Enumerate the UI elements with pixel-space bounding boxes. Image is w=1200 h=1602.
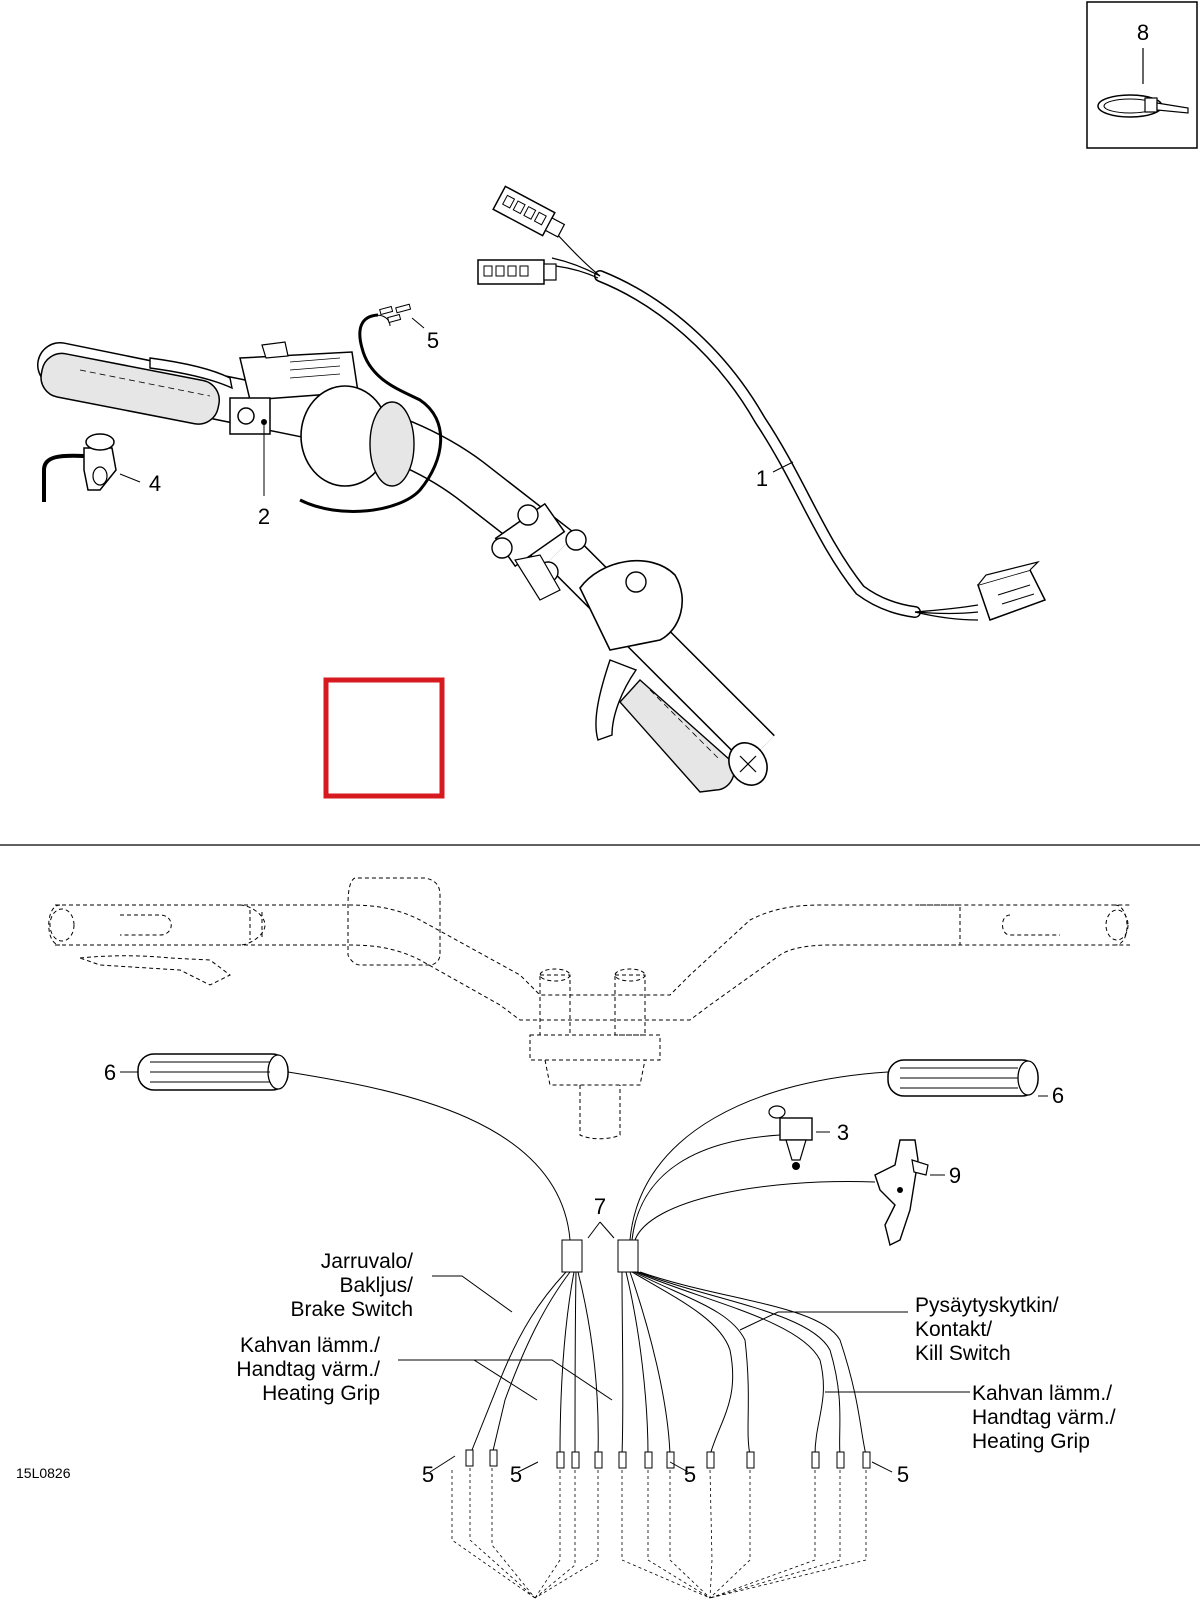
callout-7: 7 bbox=[594, 1194, 606, 1219]
label-heating-grip-left: Kahvan lämm./ Handtag värm./ Heating Gri… bbox=[236, 1334, 380, 1405]
kill-switch-item-4 bbox=[42, 433, 117, 502]
svg-text:Pysäytyskytkin/: Pysäytyskytkin/ bbox=[915, 1294, 1059, 1317]
label-kill-switch: Pysäytyskytkin/ Kontakt/ Kill Switch bbox=[915, 1294, 1059, 1365]
label-heating-grip-right: Kahvan lämm./ Handtag värm./ Heating Gri… bbox=[972, 1382, 1116, 1453]
callout-3: 3 bbox=[837, 1120, 849, 1145]
callout-5-top: 5 bbox=[427, 328, 439, 353]
wiring-harness-7 bbox=[287, 1071, 889, 1469]
svg-text:Heating Grip: Heating Grip bbox=[262, 1382, 380, 1405]
label-brake-switch: Jarruvalo/ Bakljus/ Brake Switch bbox=[290, 1250, 413, 1321]
svg-text:Kill Switch: Kill Switch bbox=[915, 1342, 1011, 1365]
callout-5-a: 5 bbox=[422, 1462, 434, 1487]
svg-text:Brake Switch: Brake Switch bbox=[290, 1298, 413, 1321]
callout-5-c: 5 bbox=[684, 1462, 696, 1487]
connection-guides bbox=[451, 1468, 867, 1599]
callout-1: 1 bbox=[756, 466, 768, 491]
svg-text:Kontakt/: Kontakt/ bbox=[915, 1318, 992, 1341]
throttle-switch-item-9 bbox=[874, 1139, 929, 1247]
wiring-harness-1 bbox=[477, 185, 1047, 621]
handlebar-phantom-outline bbox=[48, 877, 1130, 1140]
svg-text:Kahvan lämm./: Kahvan lämm./ bbox=[240, 1334, 380, 1357]
svg-text:Jarruvalo/: Jarruvalo/ bbox=[321, 1250, 413, 1273]
handlebar-top-view bbox=[37, 341, 775, 793]
callout-4: 4 bbox=[149, 471, 161, 496]
heated-grip-right bbox=[887, 1059, 1039, 1097]
svg-text:Heating Grip: Heating Grip bbox=[972, 1430, 1090, 1453]
callout-8: 8 bbox=[1137, 20, 1149, 45]
svg-text:Kahvan lämm./: Kahvan lämm./ bbox=[972, 1382, 1112, 1405]
kill-switch-item-3 bbox=[768, 1105, 813, 1170]
document-id: 15L0826 bbox=[16, 1465, 71, 1481]
svg-text:Bakljus/: Bakljus/ bbox=[339, 1274, 413, 1297]
cable-tie-inset bbox=[1086, 1, 1198, 149]
callout-5-d: 5 bbox=[897, 1462, 909, 1487]
label-leaders bbox=[398, 1275, 970, 1401]
callout-6-right: 6 bbox=[1052, 1083, 1064, 1108]
callout-9: 9 bbox=[949, 1163, 961, 1188]
heated-grip-left bbox=[137, 1053, 289, 1091]
callout-5-b: 5 bbox=[510, 1462, 522, 1487]
svg-text:Handtag värm./: Handtag värm./ bbox=[236, 1358, 380, 1381]
callout-6-left: 6 bbox=[104, 1060, 116, 1085]
highlight-box bbox=[323, 677, 445, 799]
svg-text:Handtag värm./: Handtag värm./ bbox=[972, 1406, 1116, 1429]
callout-2: 2 bbox=[258, 504, 270, 529]
